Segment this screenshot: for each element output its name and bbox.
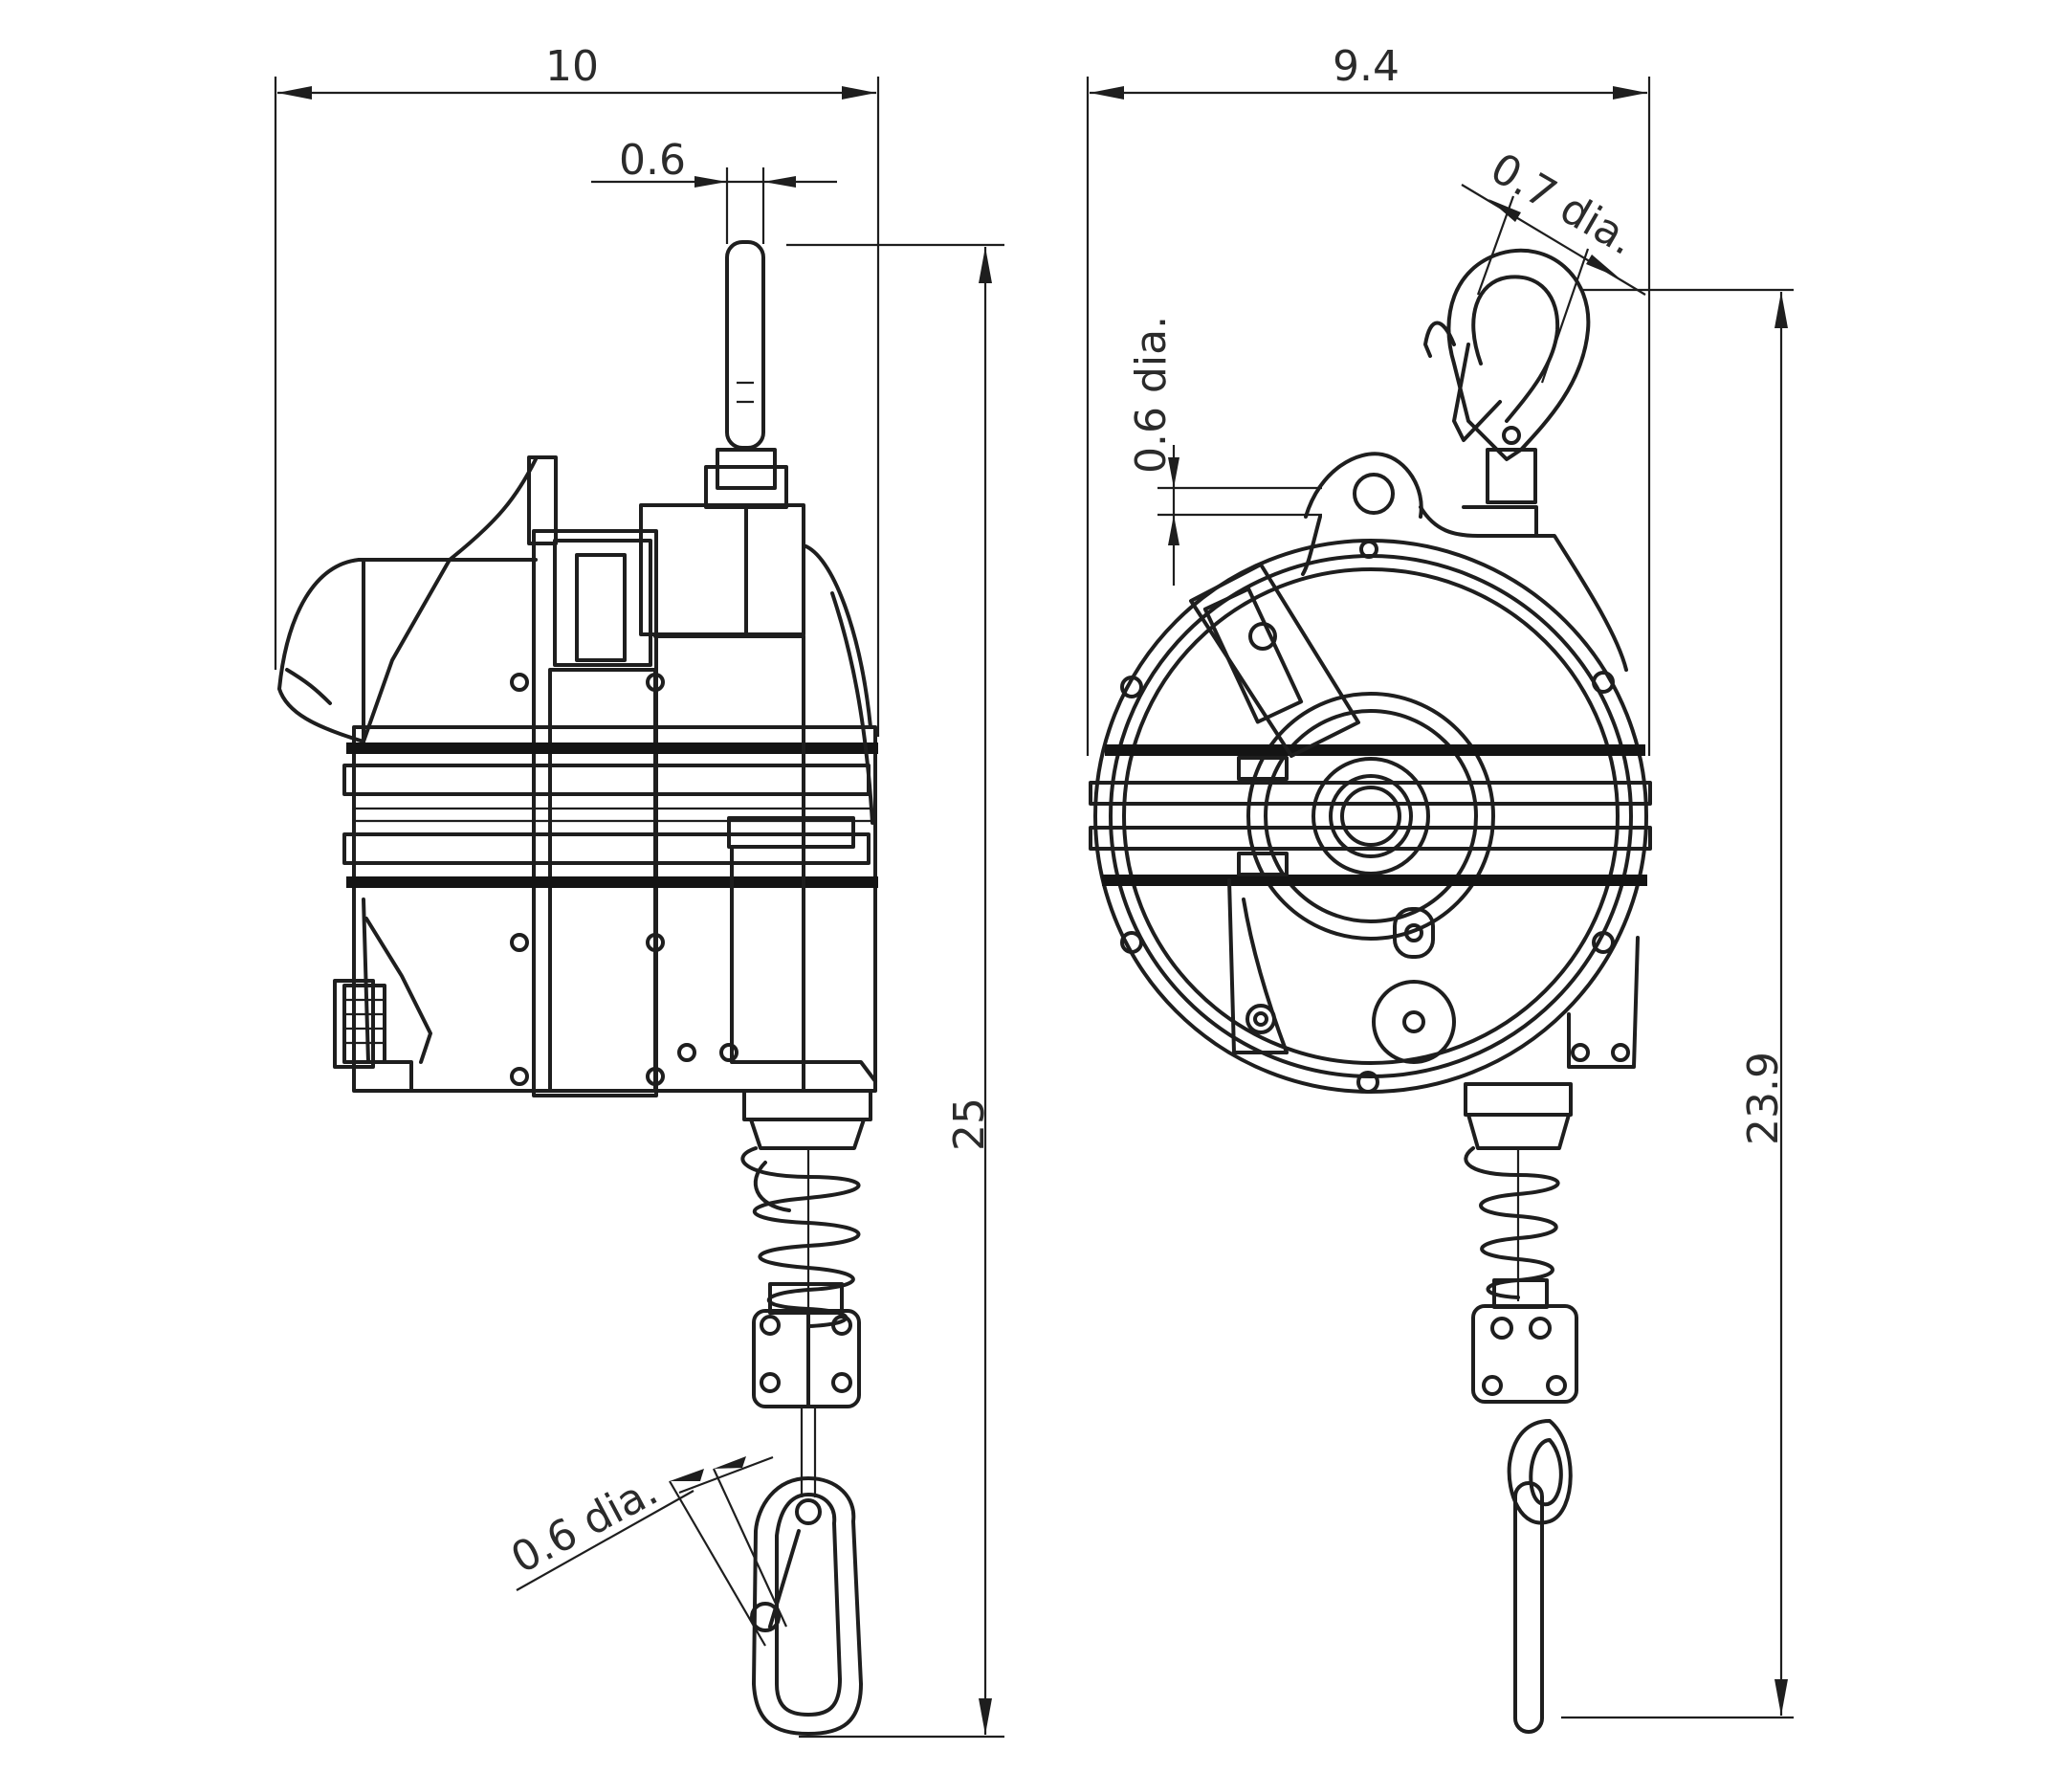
side-height-label: 25: [945, 1097, 994, 1151]
front-width-label: 9.4: [1333, 42, 1400, 91]
side-view-balancer: [277, 240, 878, 1736]
front-height-label: 23.9: [1739, 1052, 1788, 1145]
side-width-label: 10: [545, 42, 599, 91]
eye-width-label: 0.6: [619, 136, 686, 185]
suspension-hole-dia-label: 0.6 dia.: [1127, 316, 1176, 474]
snap-hook-dia-label: 0.6 dia.: [503, 1466, 666, 1584]
front-view-balancer: [1089, 248, 1652, 1734]
hook-dia-label: 0.7 dia.: [1483, 144, 1643, 265]
side-view-dimensions: 10 0.6 25 0.6 dia.: [274, 42, 1004, 1739]
